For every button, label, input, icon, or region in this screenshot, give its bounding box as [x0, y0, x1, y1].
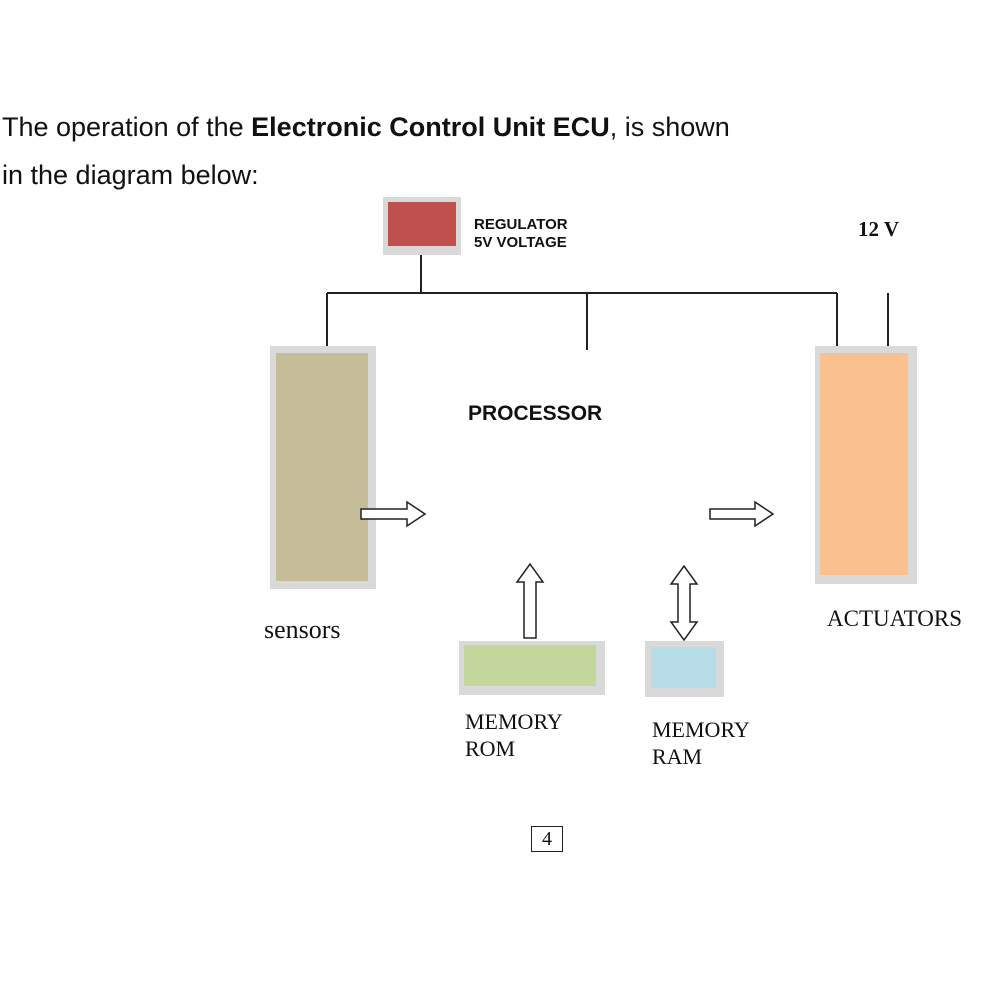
arrow-sensors-to-processor: [360, 500, 427, 528]
intro-text-line2: in the diagram below:: [2, 160, 259, 190]
regulator-label-line2: 5V VOLTAGE: [474, 234, 567, 251]
arrow-processor-to-actuators: [709, 500, 775, 528]
ram-label-line1: MEMORY: [652, 717, 750, 742]
intro-text-part1: The operation of the: [2, 112, 252, 142]
actuators-label: ACTUATORS: [827, 606, 962, 631]
page-number: 4: [531, 826, 563, 852]
intro-text-part2: , is shown: [609, 112, 730, 142]
rom-label-line1: MEMORY: [465, 709, 563, 734]
sensors-block: [276, 353, 368, 581]
rom-block: [464, 645, 596, 686]
rom-label-line2: ROM: [465, 736, 515, 761]
regulator-label-line1: REGULATOR: [474, 216, 568, 233]
actuators-block: [820, 353, 908, 575]
processor-label: PROCESSOR: [468, 402, 602, 425]
arrow-rom-to-processor: [515, 562, 545, 639]
arrow-ram-processor-bidirectional: [669, 564, 699, 642]
ram-label-line2: RAM: [652, 744, 702, 769]
intro-text-bold: Electronic Control Unit ECU: [251, 112, 610, 142]
sensors-label: sensors: [264, 615, 341, 644]
ram-block: [651, 647, 716, 688]
voltage-label: 12 V: [858, 217, 899, 241]
regulator-block: [388, 202, 456, 246]
intro-text: The operation of the Electronic Control …: [2, 103, 902, 199]
supply-wires: [326, 255, 889, 353]
